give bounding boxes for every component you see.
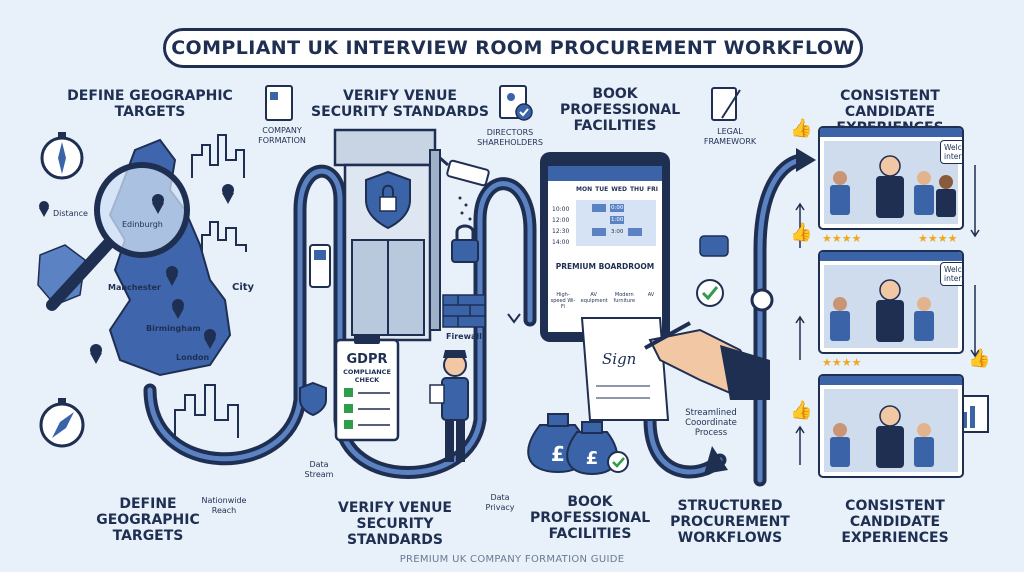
contract-scroll bbox=[580, 317, 670, 421]
document-icon bbox=[265, 85, 737, 121]
footer-caption: PREMIUM UK COMPANY FORMATION GUIDE bbox=[399, 554, 625, 565]
time-label: 12:30 bbox=[552, 228, 570, 235]
firewall-icon bbox=[442, 294, 486, 328]
gdpr-subtitle: COMPLIANCE CHECK bbox=[343, 368, 391, 384]
shield-icon bbox=[299, 381, 327, 417]
time-label: 10:00 bbox=[552, 206, 570, 213]
secure-building bbox=[333, 128, 441, 342]
calendar-days: MON TUE WED THU FRI bbox=[576, 186, 658, 193]
top-step-1-heading: DEFINE GEOGRAPHIC TARGETS bbox=[67, 88, 233, 120]
data-privacy-label: Data Privacy bbox=[485, 493, 515, 512]
directors-shareholders-label: DIRECTORS SHAREHOLDERS bbox=[477, 128, 543, 147]
interview-panel: Welcome interview bbox=[818, 126, 964, 230]
bottom-step-1-heading: DEFINE GEOGRAPHIC TARGETS bbox=[96, 496, 200, 544]
svg-text:£: £ bbox=[551, 442, 565, 466]
amenities: High-speed Wi-Fi AV equipment Modern fur… bbox=[550, 292, 660, 310]
page-title: COMPLIANT UK INTERVIEW ROOM PROCUREMENT … bbox=[163, 28, 863, 68]
day-label: WED bbox=[611, 186, 627, 193]
amenity-label: AV bbox=[647, 292, 655, 298]
manchester-label: Manchester bbox=[108, 283, 161, 292]
thumbs-up-icon: 👍 bbox=[790, 118, 813, 139]
distance-label: Distance bbox=[53, 209, 88, 218]
time-label: 14:00 bbox=[552, 239, 570, 246]
data-stream-label: Data Stream bbox=[304, 460, 334, 479]
firewall-label: Firewall bbox=[446, 332, 482, 341]
edinburgh-label: Edinburgh bbox=[122, 220, 163, 229]
arrow-head-icon bbox=[704, 446, 728, 474]
amenity-label: High-speed Wi-Fi bbox=[550, 292, 576, 310]
amenity-label: Modern furniture bbox=[613, 292, 636, 304]
slot-label[interactable]: 3:00 bbox=[611, 229, 624, 235]
rating-stars: ★★★★ bbox=[822, 356, 862, 369]
top-step-3-heading: BOOK PROFESSIONAL FACILITIES bbox=[560, 86, 681, 134]
london-label: London bbox=[176, 353, 210, 362]
chat-icon bbox=[699, 235, 729, 257]
magnifier-icon bbox=[46, 162, 190, 311]
city-label: City bbox=[232, 282, 255, 293]
rating-stars: ★★★★ bbox=[918, 232, 958, 245]
day-label: TUE bbox=[595, 186, 609, 193]
svg-text:£: £ bbox=[586, 448, 599, 469]
interview-panel bbox=[818, 374, 964, 478]
interview-panel: Welcome interview bbox=[818, 250, 964, 354]
birmingham-label: Birmingham bbox=[146, 324, 201, 333]
calendar-times: 10:00 12:00 12:30 14:00 bbox=[552, 204, 574, 248]
top-step-2-heading: VERIFY VENUE SECURITY STANDARDS bbox=[311, 88, 489, 120]
security-camera-icon bbox=[439, 156, 490, 187]
nationwide-reach-label: Nationwide Reach bbox=[201, 496, 247, 515]
bottom-step-3-heading: BOOK PROFESSIONAL FACILITIES bbox=[530, 494, 651, 542]
gdpr-title: GDPR bbox=[346, 352, 388, 367]
day-label: THU bbox=[629, 186, 644, 193]
company-formation-label: COMPANY FORMATION bbox=[258, 126, 306, 145]
bottom-step-2-heading: VERIFY VENUE SECURITY STANDARDS bbox=[337, 500, 452, 548]
check-icon bbox=[696, 279, 724, 307]
speech-bubble: Welcome interview bbox=[940, 262, 962, 286]
time-label: 12:00 bbox=[552, 217, 570, 224]
day-label: MON bbox=[576, 186, 593, 193]
bottom-step-4-heading: STRUCTURED PROCUREMENT WORKFLOWS bbox=[670, 498, 790, 546]
compass-icon bbox=[39, 398, 85, 448]
thumbs-up-icon: 👍 bbox=[790, 222, 813, 243]
gdpr-clipboard bbox=[334, 334, 400, 442]
thumbs-up-icon: 👍 bbox=[968, 348, 991, 369]
money-bag-icon: £ bbox=[566, 421, 618, 476]
streamlined-label: Streamlined Cooordinate Process bbox=[685, 408, 737, 438]
room-name: PREMIUM BOARDROOM bbox=[555, 262, 655, 271]
location-pin-icon bbox=[39, 184, 234, 364]
arrow-head-icon bbox=[796, 148, 816, 172]
slot-label[interactable]: 1:00 bbox=[611, 217, 624, 223]
bottom-step-5-heading: CONSISTENT CANDIDATE EXPERIENCES bbox=[841, 498, 949, 546]
rating-stars: ★★★★ bbox=[822, 232, 862, 245]
day-label: FRI bbox=[647, 186, 658, 193]
city-skyline-icon bbox=[174, 134, 247, 438]
padlock-icon bbox=[451, 224, 479, 263]
speech-bubble: Welcome interview bbox=[940, 140, 962, 164]
signature-text: Sign bbox=[602, 350, 637, 368]
slot-label[interactable]: 0:00 bbox=[611, 205, 624, 211]
legal-framework-label: LEGAL FRAMEWORK bbox=[703, 127, 757, 146]
thumbs-up-icon: 👍 bbox=[790, 400, 813, 421]
amenity-label: AV equipment bbox=[580, 292, 608, 304]
security-guard bbox=[429, 350, 469, 462]
compass-icon bbox=[40, 132, 84, 180]
tablet-device bbox=[540, 152, 670, 342]
signing-hand bbox=[644, 321, 770, 400]
